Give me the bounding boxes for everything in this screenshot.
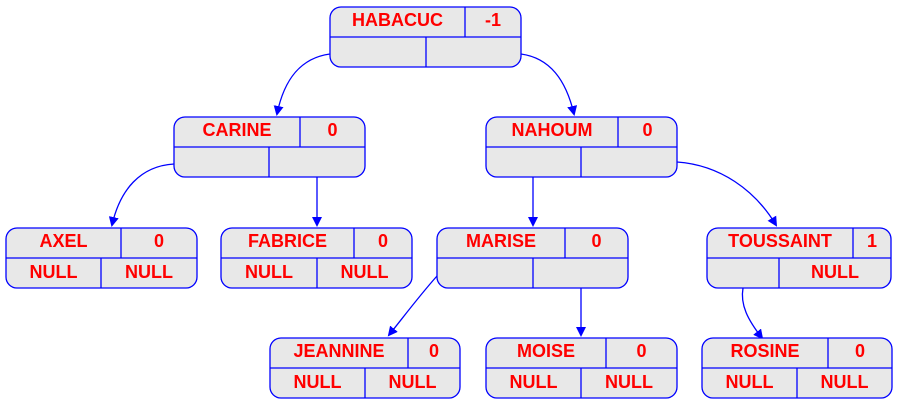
node-name: HABACUC <box>352 10 443 30</box>
node-right-pointer: NULL <box>125 262 173 282</box>
node-left-pointer: NULL <box>30 262 78 282</box>
node-right-pointer: NULL <box>811 262 859 282</box>
edge-toussaint-rosine <box>741 287 764 340</box>
node-name: MOISE <box>517 341 575 361</box>
edge-habacuc-carine <box>273 53 331 116</box>
node-balance: 0 <box>154 231 164 251</box>
node-name: MARISE <box>466 231 536 251</box>
node-balance: 0 <box>855 341 865 361</box>
edge-marise-jeannine <box>387 275 438 337</box>
node-habacuc: HABACUC -1 <box>329 6 522 68</box>
node-name: FABRICE <box>248 231 327 251</box>
node-right-pointer: NULL <box>821 372 869 392</box>
node-balance: 0 <box>429 341 439 361</box>
edge-carine-axel <box>108 163 175 227</box>
node-right-pointer: NULL <box>341 262 389 282</box>
edges-layer <box>108 53 778 340</box>
node-name: CARINE <box>202 120 271 140</box>
node-balance: -1 <box>485 10 501 30</box>
node-name: AXEL <box>39 231 87 251</box>
node-balance: 0 <box>378 231 388 251</box>
node-balance: 0 <box>642 120 652 140</box>
node-right-pointer: NULL <box>605 372 653 392</box>
node-balance: 0 <box>327 120 337 140</box>
node-marise: MARISE 0 <box>436 227 629 289</box>
node-name: NAHOUM <box>512 120 593 140</box>
node-nahoum: NAHOUM 0 <box>485 116 678 178</box>
node-balance: 0 <box>591 231 601 251</box>
edge-habacuc-nahoum <box>520 53 578 116</box>
node-balance: 1 <box>867 231 877 251</box>
node-left-pointer: NULL <box>294 372 342 392</box>
node-name: TOUSSAINT <box>728 231 832 251</box>
node-left-pointer: NULL <box>726 372 774 392</box>
node-left-pointer: NULL <box>510 372 558 392</box>
node-name: ROSINE <box>730 341 799 361</box>
edge-nahoum-toussaint <box>676 161 778 227</box>
node-right-pointer: NULL <box>389 372 437 392</box>
node-carine: CARINE 0 <box>173 116 366 178</box>
node-name: JEANNINE <box>293 341 384 361</box>
node-balance: 0 <box>636 341 646 361</box>
node-left-pointer: NULL <box>245 262 293 282</box>
